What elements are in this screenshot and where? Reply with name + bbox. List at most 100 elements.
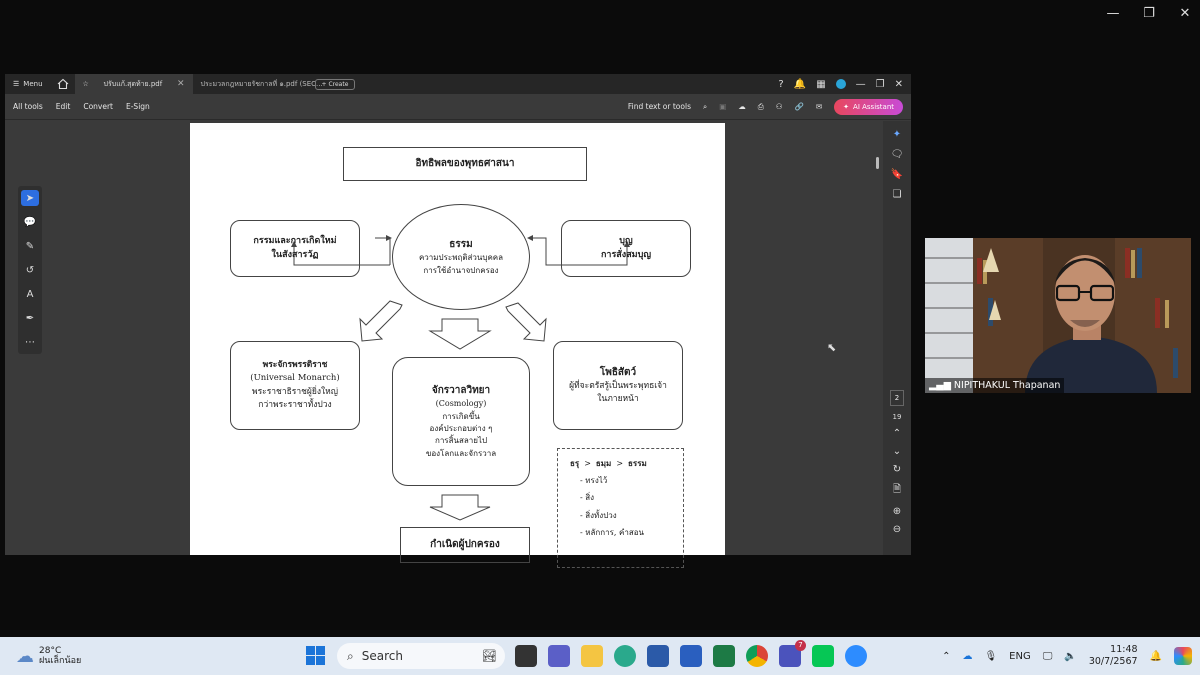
bookmark-icon[interactable]: 🔖 bbox=[890, 169, 904, 180]
esign-menu[interactable]: E-Sign bbox=[125, 102, 150, 111]
comment-icon[interactable]: 💬 bbox=[23, 216, 37, 228]
ai-assistant-button[interactable]: ✦ AI Assistant bbox=[834, 98, 903, 115]
etymology-arrow-2: > bbox=[616, 459, 624, 468]
bodhisattva-line-2: ในภายหน้า bbox=[597, 394, 639, 405]
taskbar-search[interactable]: ⌕ Search 🏞 bbox=[337, 643, 505, 669]
etymology-head: ธรุ > ธมฺม > ธรรม bbox=[570, 455, 647, 472]
line-app-icon[interactable] bbox=[812, 645, 834, 667]
share-icon[interactable]: ⚇ bbox=[775, 102, 783, 111]
network-icon[interactable]: 🖵 bbox=[1042, 650, 1053, 662]
merit-line-1: บุญ bbox=[619, 235, 633, 246]
main-toolbar: All tools Edit Convert E-Sign Find text … bbox=[5, 94, 911, 120]
pdf-page: อิทธิพลของพุทธศาสนา กรรมและการเกิดใหม่ ใ… bbox=[190, 123, 725, 568]
find-text-label[interactable]: Find text or tools bbox=[627, 102, 691, 111]
clock[interactable]: 11:48 30/7/2567 bbox=[1089, 644, 1138, 668]
zoom-app-icon[interactable] bbox=[845, 645, 867, 667]
outer-window-controls: — ❐ ✕ bbox=[1106, 6, 1192, 21]
teams-badge: 7 bbox=[795, 640, 806, 651]
participant-name-tag: ▂▄▆ NIPITHAKUL Thapanan bbox=[925, 378, 1065, 393]
lasso-icon[interactable]: ↺ bbox=[25, 264, 35, 276]
home-icon[interactable] bbox=[57, 78, 69, 90]
teams-icon[interactable]: 7 bbox=[779, 640, 806, 667]
print-icon[interactable]: ⎙ bbox=[757, 101, 764, 111]
close-button[interactable]: ✕ bbox=[1179, 6, 1191, 21]
microphone-icon[interactable]: 🎙 bbox=[984, 650, 998, 662]
apps-grid-icon[interactable]: ▦ bbox=[816, 78, 826, 90]
excel-icon[interactable] bbox=[713, 645, 735, 667]
task-view-icon[interactable] bbox=[515, 645, 537, 667]
page-up-icon[interactable]: ⌃ bbox=[892, 428, 902, 439]
restore-button[interactable]: ❐ bbox=[1143, 6, 1155, 21]
onedrive-icon[interactable]: ☁ bbox=[962, 650, 973, 662]
page-nav: 2 19 ⌃ ⌄ ↻ 🗎 ⊕ ⊖ bbox=[889, 390, 905, 535]
copilot-icon[interactable] bbox=[1174, 647, 1192, 665]
ruler-origin-label: กำเนิดผู้ปกครอง bbox=[430, 539, 500, 551]
bell-icon[interactable]: 🔔 bbox=[793, 78, 807, 90]
document-workarea[interactable]: อิทธิพลของพุทธศาสนา กรรมและการเกิดใหม่ ใ… bbox=[5, 121, 883, 568]
more-tools-icon[interactable]: ⋯ bbox=[25, 336, 35, 348]
page-number-field[interactable]: 2 bbox=[889, 390, 905, 406]
search-icon[interactable]: ⌕ bbox=[702, 101, 708, 111]
windows-taskbar: ☁ 28°C ฝนเล็กน้อย ⌕ Search 🏞 7 bbox=[0, 637, 1200, 675]
ai-assistant-label: AI Assistant bbox=[853, 102, 894, 111]
edge-icon[interactable] bbox=[614, 645, 636, 667]
clock-time: 11:48 bbox=[1110, 644, 1138, 656]
file-explorer-icon[interactable] bbox=[581, 645, 603, 667]
edit-menu[interactable]: Edit bbox=[55, 102, 71, 111]
volume-icon[interactable]: 🔈 bbox=[1064, 650, 1077, 662]
etymology-arrow-1: > bbox=[584, 459, 591, 468]
language-indicator[interactable]: ENG bbox=[1009, 650, 1031, 662]
minimize-button[interactable]: — bbox=[1106, 6, 1120, 21]
comments-icon[interactable]: 🗨 bbox=[890, 149, 904, 160]
close-tab-icon[interactable]: ✕ bbox=[176, 79, 185, 89]
convert-menu[interactable]: Convert bbox=[83, 102, 113, 111]
cosmology-line-2: องค์ประกอบต่าง ๆ bbox=[429, 424, 493, 434]
chrome-icon[interactable] bbox=[746, 645, 768, 667]
tab-inactive-document[interactable]: ประมวลกฎหมายรัชกาลที่ ๑.pdf (SEC... bbox=[193, 74, 323, 94]
rotate-icon[interactable]: ↻ bbox=[892, 464, 902, 475]
notification-bell-icon[interactable]: 🔔 bbox=[1149, 650, 1162, 662]
dhamma-line-1: ความประพฤติส่วนบุคคล bbox=[418, 253, 504, 263]
mail-icon[interactable]: ✉ bbox=[815, 102, 823, 111]
weather-widget[interactable]: ☁ 28°C ฝนเล็กน้อย bbox=[0, 646, 300, 667]
create-button[interactable]: + Create bbox=[314, 78, 356, 90]
webcam-video: ▂▄▆ NIPITHAKUL Thapanan bbox=[925, 238, 1191, 393]
close-window-icon[interactable]: ✕ bbox=[894, 78, 903, 90]
account-avatar[interactable] bbox=[835, 79, 846, 89]
participant-name: NIPITHAKUL Thapanan bbox=[953, 380, 1061, 391]
menu-button[interactable]: ☰ Menu bbox=[5, 80, 51, 88]
tab-active-document[interactable]: ☆ ปรับแก้.สุดท้าย.pdf ✕ bbox=[74, 74, 193, 94]
help-icon[interactable]: ? bbox=[778, 78, 784, 90]
pages-icon[interactable]: ❏ bbox=[892, 189, 902, 200]
sign-icon[interactable]: ✒ bbox=[25, 312, 35, 324]
link-icon[interactable]: 🔗 bbox=[794, 102, 804, 111]
monarch-line-1: พระราชาธิราชผู้ยิ่งใหญ่ bbox=[251, 386, 339, 397]
store-icon[interactable] bbox=[647, 645, 669, 667]
monarch-head: พระจักรพรรดิราช bbox=[262, 360, 328, 371]
text-box-icon[interactable]: A bbox=[26, 288, 34, 300]
clock-date: 30/7/2567 bbox=[1088, 656, 1138, 667]
upload-cloud-icon[interactable]: ☁ bbox=[738, 102, 746, 111]
teams-chat-icon[interactable] bbox=[548, 645, 570, 667]
save-icon[interactable]: ▣ bbox=[719, 102, 727, 111]
restore-window-icon[interactable]: ❐ bbox=[875, 78, 885, 90]
chevron-up-icon[interactable]: ⌃ bbox=[942, 650, 951, 662]
page-down-icon[interactable]: ⌄ bbox=[892, 446, 902, 457]
diagram-title: อิทธิพลของพุทธศาสนา bbox=[415, 158, 515, 170]
ai-panel-icon[interactable]: ✦ bbox=[892, 129, 902, 140]
bodhisattva-head: โพธิสัตว์ bbox=[599, 366, 637, 378]
star-icon[interactable]: ☆ bbox=[82, 80, 89, 88]
scrollbar-thumb[interactable] bbox=[876, 157, 879, 169]
all-tools-menu[interactable]: All tools bbox=[13, 102, 43, 111]
page-display-icon[interactable]: 🗎 bbox=[892, 484, 902, 495]
minimize-window-icon[interactable]: — bbox=[855, 78, 866, 90]
diagram-title-box: อิทธิพลของพุทธศาสนา bbox=[343, 147, 587, 181]
webcam-scene bbox=[925, 238, 1191, 393]
karma-line-2: ในสังสารวัฏ bbox=[271, 249, 319, 260]
zoom-in-icon[interactable]: ⊕ bbox=[892, 506, 902, 517]
start-button[interactable] bbox=[306, 646, 325, 665]
select-cursor-icon[interactable]: ➤ bbox=[21, 190, 39, 206]
pen-icon[interactable]: ✎ bbox=[25, 240, 35, 252]
zoom-out-icon[interactable]: ⊖ bbox=[892, 524, 902, 535]
word-icon[interactable] bbox=[680, 645, 702, 667]
